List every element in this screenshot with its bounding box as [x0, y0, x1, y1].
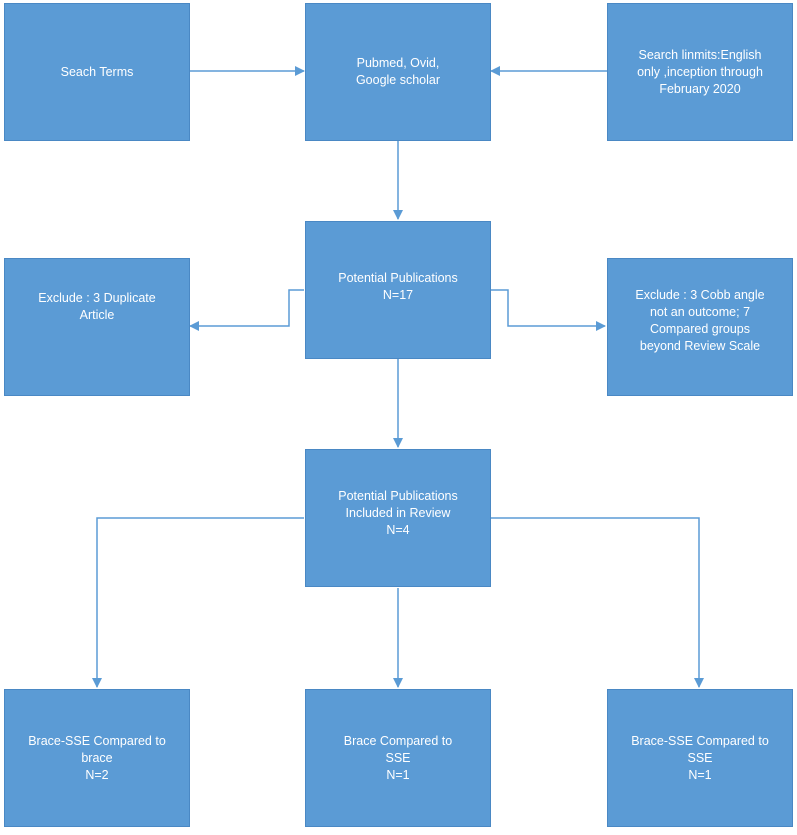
- databases-box: Pubmed, Ovid, Google scholar: [305, 3, 491, 141]
- arrow-potential-to-exclude-duplicates: [189, 289, 304, 331]
- databases-line-2: Google scholar: [355, 73, 441, 87]
- exclude-duplicates-line-1: Exclude : 3 Duplicate: [38, 291, 156, 305]
- search-limits-line-3: February 2020: [659, 81, 741, 96]
- potential-publications-line-1: Potential Publications: [338, 271, 458, 285]
- search-limits-box: Search linmits:English only ,inception t…: [607, 3, 793, 141]
- brace-sse-vs-brace-line-2: brace: [81, 750, 113, 765]
- included-in-review-line-1: Potential Publications: [338, 488, 458, 503]
- brace-sse-vs-sse-line-2: SSE: [687, 750, 713, 765]
- brace-sse-vs-brace-line-3: N=2: [85, 767, 109, 782]
- included-in-review-line-3: N=4: [386, 522, 410, 537]
- included-in-review-box: Potential Publications Included in Revie…: [305, 449, 491, 587]
- search-terms-box: Seach Terms: [4, 3, 190, 141]
- exclude-duplicates-box: Exclude : 3 Duplicate Article: [4, 258, 190, 396]
- potential-publications-line-2: N=17: [382, 288, 414, 302]
- brace-sse-vs-brace-line-1: Brace-SSE Compared to: [28, 733, 166, 748]
- brace-sse-vs-sse-box: Brace-SSE Compared to SSE N=1: [607, 689, 793, 827]
- exclude-cobb-line-3: Compared groups: [649, 322, 751, 336]
- search-terms-line-1: Seach Terms: [60, 64, 134, 79]
- brace-sse-vs-brace-box: Brace-SSE Compared to brace N=2: [4, 689, 190, 827]
- exclude-cobb-line-1: Exclude : 3 Cobb angle: [635, 288, 765, 302]
- brace-vs-sse-line-3: N=1: [386, 767, 410, 782]
- arrow-included-to-brace-sse-vs-sse: [491, 517, 704, 688]
- arrow-included-to-brace-sse-vs-brace: [92, 517, 304, 688]
- brace-vs-sse-line-2: SSE: [385, 750, 411, 765]
- included-in-review-line-2: Included in Review: [345, 505, 451, 520]
- search-limits-line-2: only ,inception through: [637, 64, 763, 79]
- exclude-cobb-line-2: not an outcome; 7: [649, 305, 751, 319]
- brace-vs-sse-line-1: Brace Compared to: [343, 733, 453, 748]
- exclude-cobb-box: Exclude : 3 Cobb angle not an outcome; 7…: [607, 258, 793, 396]
- arrow-potential-to-exclude-cobb: [491, 289, 606, 331]
- potential-publications-box: Potential Publications N=17: [305, 221, 491, 359]
- databases-line-1: Pubmed, Ovid,: [356, 56, 440, 70]
- exclude-cobb-line-4: beyond Review Scale: [639, 339, 761, 353]
- search-limits-line-1: Search linmits:English: [638, 47, 762, 62]
- brace-sse-vs-sse-line-1: Brace-SSE Compared to: [631, 733, 769, 748]
- brace-vs-sse-box: Brace Compared to SSE N=1: [305, 689, 491, 827]
- exclude-duplicates-line-2: Article: [79, 308, 115, 322]
- brace-sse-vs-sse-line-3: N=1: [688, 767, 712, 782]
